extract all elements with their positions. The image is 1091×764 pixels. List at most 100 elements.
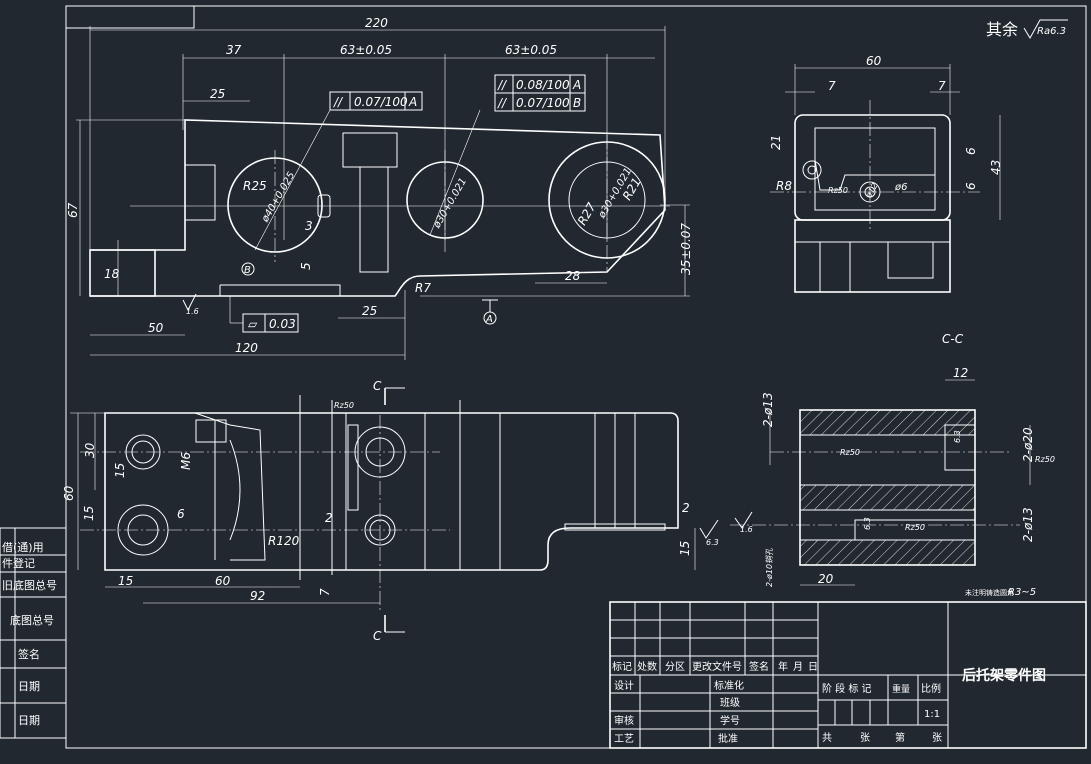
side-date1: 日期 (18, 680, 40, 693)
drawing-title: 后托架零件图 (962, 667, 1046, 684)
cc-dim-2-20: 2-ø20 (1021, 427, 1035, 462)
bv-dim-92: 92 (250, 589, 265, 603)
bv-dim-60b: 60 (215, 574, 231, 588)
dim-120: 120 (235, 341, 258, 355)
svg-text:B: B (573, 96, 581, 110)
dim-3: 3 (305, 219, 313, 233)
side-view: 60 7 7 21 6 6 43 R8 Rz50 ø6 ø12 (769, 54, 1003, 293)
tb-total: 共 (822, 732, 832, 744)
side-dim-Rz50: Rz50 (828, 186, 848, 195)
tb-student: 学号 (720, 714, 740, 727)
cc-dim-Rz50c: Rz50 (1035, 455, 1055, 464)
side-base: 底图总号 (10, 613, 54, 627)
bv-dim-Rz50: Rz50 (334, 401, 354, 410)
tb-hdr-year: 年 (778, 660, 788, 673)
bv-roughness: 6.3 (706, 538, 719, 547)
bv-dim-M6: M6 (179, 452, 193, 470)
bv-dim-30: 30 (83, 442, 97, 458)
tb-design: 设计 (614, 679, 634, 692)
side-block: 借(通)用 件登记 旧底图总号 底图总号 签名 日期 日期 (0, 527, 67, 739)
side-dim-21: 21 (769, 135, 783, 150)
tb-hdr-month: 月 (793, 661, 803, 673)
tb-stage: 阶 段 标 记 (822, 682, 872, 695)
svg-text:0.03: 0.03 (269, 317, 296, 331)
roughness-note-prefix: 其余 (986, 20, 1018, 39)
roughness-note: 其余 Ra6.3 (986, 19, 1068, 39)
dim-63-b: 63±0.05 (505, 43, 557, 57)
tb-weight: 重量 (892, 683, 910, 695)
bv-dim-15c: 15 (118, 574, 133, 588)
roughness-note-value: Ra6.3 (1037, 26, 1066, 37)
tb-standard: 标准化 (714, 679, 744, 692)
bv-dim-7: 7 (318, 588, 332, 596)
dim-35: 35±0.07 (679, 223, 693, 275)
bv-dim-2b: 2 (682, 501, 690, 515)
section-title: C-C (942, 332, 964, 346)
side-borrow: 借(通)用 (2, 541, 44, 554)
side-dim-6b: 6 (964, 182, 978, 190)
tb-approve: 批准 (718, 732, 738, 745)
tb-hdr-sign: 签名 (749, 660, 769, 673)
svg-text://: // (333, 95, 344, 109)
tb-hdr-mark: 标记 (612, 661, 632, 673)
dim-67: 67 (66, 202, 80, 218)
bv-dim-R120: R120 (268, 534, 300, 548)
dim-18: 18 (104, 267, 120, 281)
dim-63-a: 63±0.05 (340, 43, 392, 57)
side-dim-6dia: ø6 (894, 182, 907, 193)
dim-R25: R25 (243, 179, 267, 193)
side-dim-43: 43 (989, 160, 1003, 175)
dim-25-top: 25 (210, 87, 225, 101)
dim-220: 220 (365, 16, 388, 30)
flatness-frame: ▱ 0.03 (229, 296, 299, 333)
datum-b: B (244, 265, 251, 276)
svg-text://: // (497, 78, 508, 92)
side-dim-7b: 7 (938, 79, 946, 93)
cc-dim-pin: 2-ø10销孔 (765, 547, 774, 587)
svg-text:0.07/100: 0.07/100 (516, 96, 570, 110)
tb-hdr-change: 更改文件号 (692, 660, 742, 673)
cc-roughness-3: 6.3 (863, 517, 872, 530)
tb-hdr-day: 日 (808, 662, 818, 673)
svg-text://: // (497, 96, 508, 110)
title-block: 后托架零件图 标记 处数 分区 更改文件号 签名 年 月 日 设计 标准化 班级… (609, 601, 1087, 749)
tb-scale-value: 1:1 (924, 709, 940, 720)
dim-37: 37 (226, 43, 242, 57)
roughness-main-1: 1.6 (186, 307, 199, 316)
side-dim-60: 60 (866, 54, 882, 68)
side-dim-R8: R8 (776, 179, 792, 193)
tolerance-frame-1: // 0.07/100 A (329, 91, 423, 111)
bv-dim-6: 6 (177, 507, 185, 521)
tb-review: 审核 (614, 714, 634, 727)
side-dim-7a: 7 (828, 79, 836, 93)
svg-text:▱: ▱ (248, 317, 258, 331)
dim-5: 5 (299, 262, 313, 270)
cc-roughness-2: 6.3 (953, 430, 962, 443)
side-date2: 日期 (18, 714, 40, 727)
dim-R27: R27 (575, 200, 599, 228)
section-view: C-C 12 2-ø13 2-ø20 Rz50 Rz50 Rz50 2-ø10销… (730, 332, 1055, 598)
datum-a: A (485, 314, 493, 325)
drawing-frame (65, 5, 1087, 749)
svg-text:0.07/100: 0.07/100 (354, 95, 408, 109)
dim-28: 28 (565, 269, 581, 283)
svg-text:A: A (572, 78, 581, 92)
cc-dim-12: 12 (953, 366, 968, 380)
side-sign: 签名 (18, 647, 40, 661)
bv-dim-15b: 15 (82, 506, 96, 521)
tb-hdr-count: 处数 (637, 660, 657, 673)
bv-dim-60: 60 (62, 485, 76, 501)
cc-dim-Rz50b: Rz50 (905, 523, 925, 532)
tolerance-frame-2: // 0.08/100 A // 0.07/100 B (494, 74, 586, 112)
cc-note-prefix: 未注明铸造圆角 (965, 588, 1014, 597)
bv-dim-15d: 15 (678, 541, 692, 556)
cc-dim-2-13b: 2-ø13 (1021, 507, 1035, 542)
tb-class: 班级 (720, 697, 740, 709)
cc-dim-20: 20 (818, 572, 834, 586)
side-old-base: 旧底图总号 (2, 578, 57, 592)
side-register: 件登记 (2, 556, 35, 570)
section-c-top: C (373, 379, 382, 393)
svg-text:A: A (408, 95, 417, 109)
svg-text:0.08/100: 0.08/100 (516, 78, 570, 92)
